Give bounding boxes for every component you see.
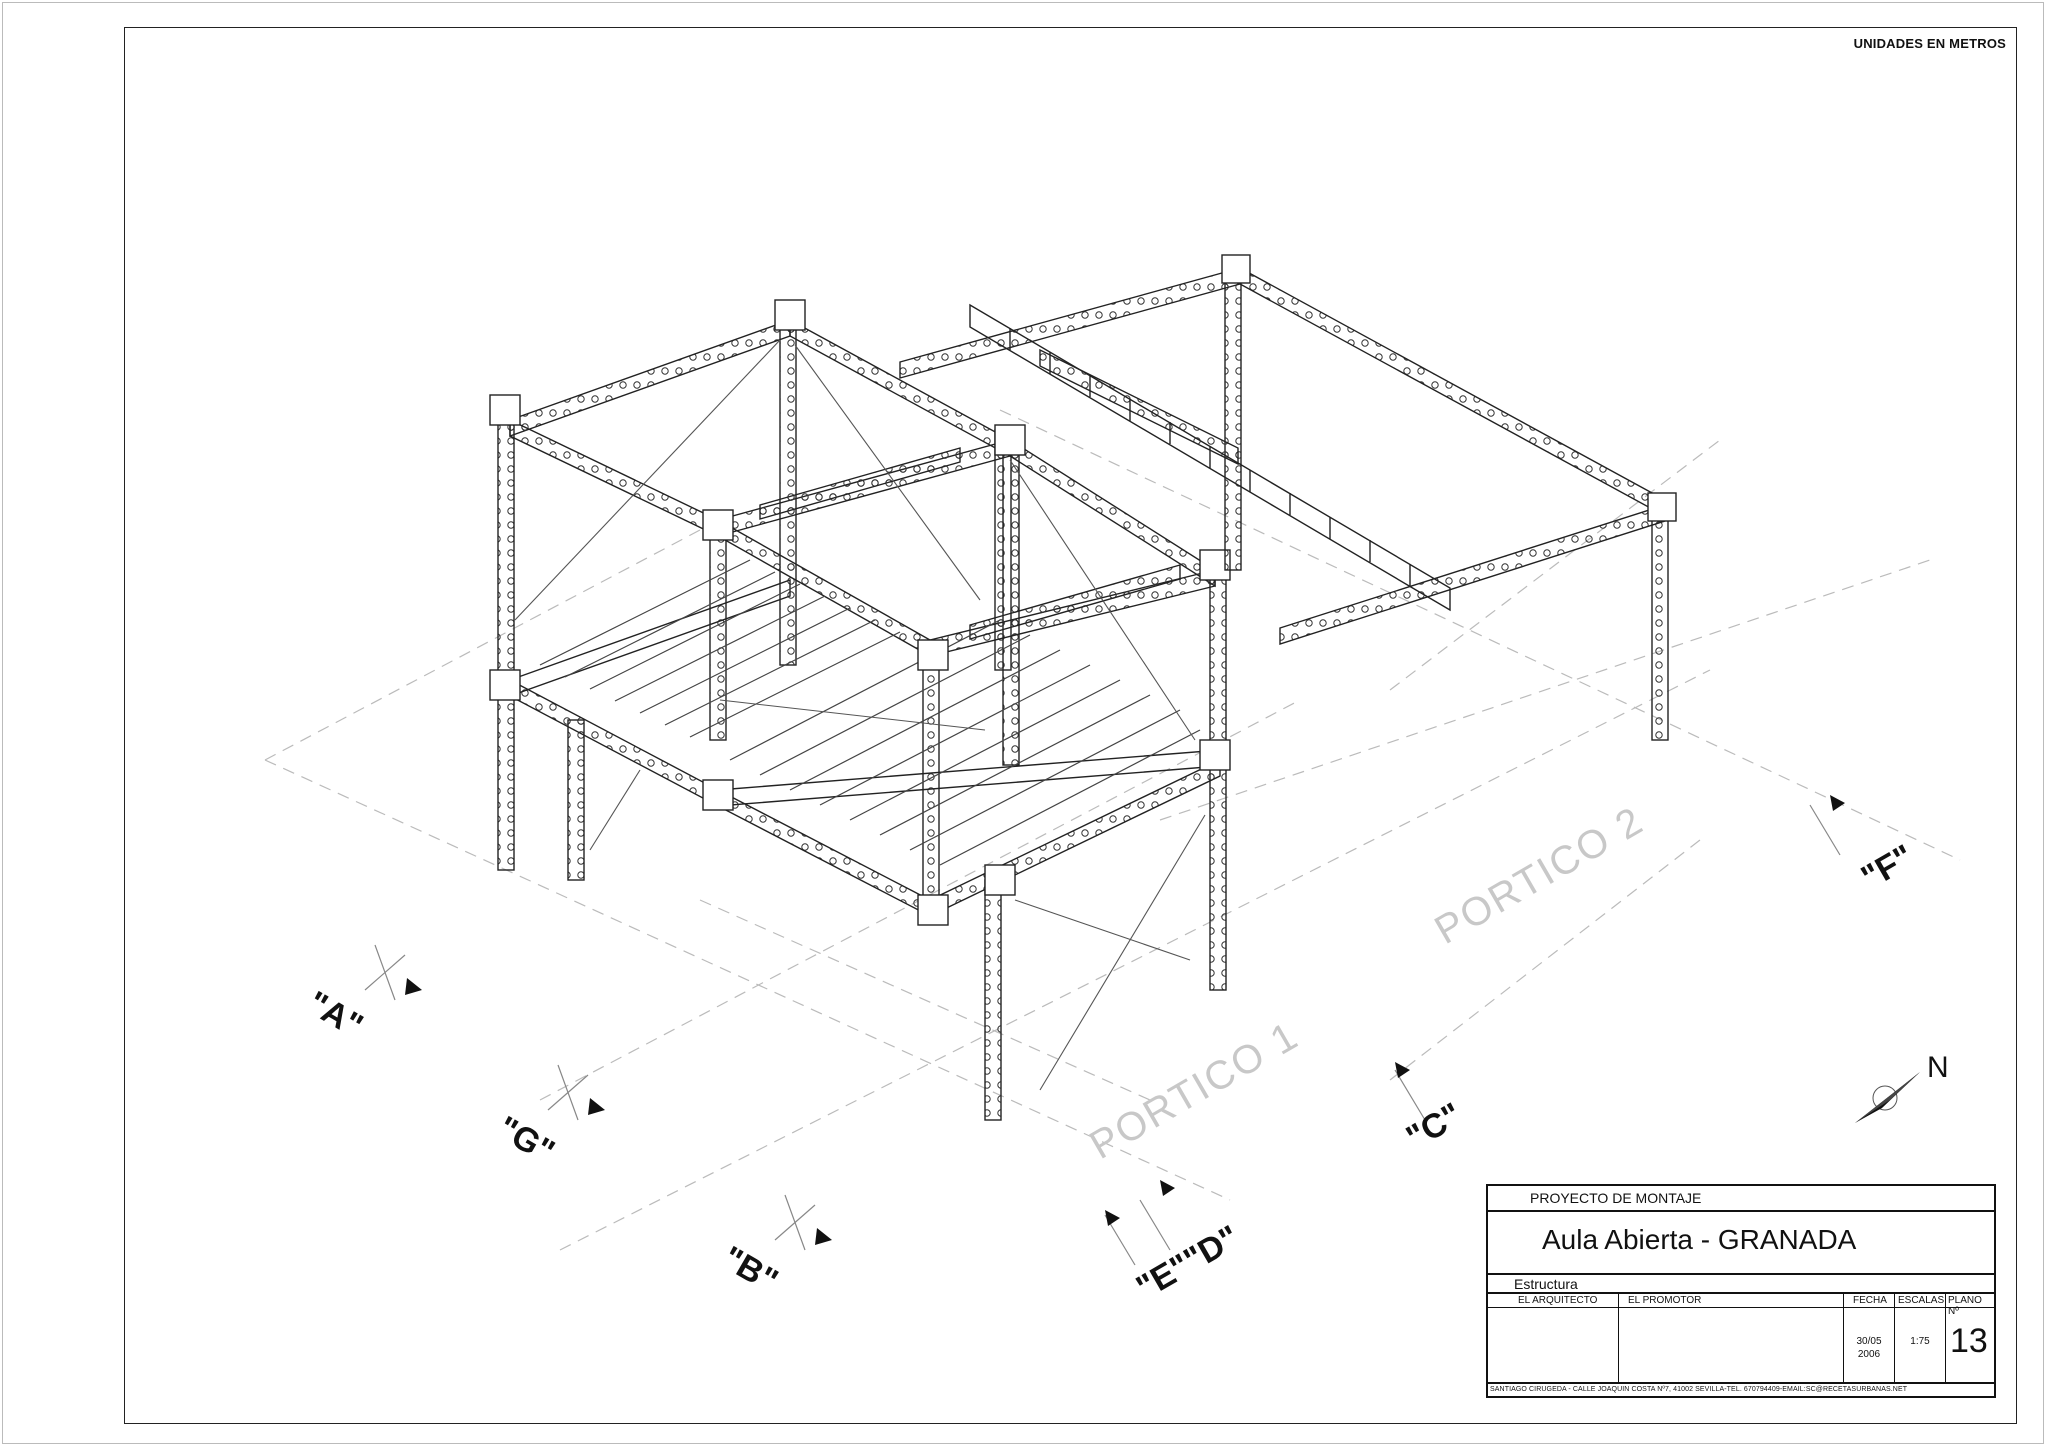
- axis-label-f: "F": [1855, 838, 1920, 897]
- axis-label-ed: "E""D": [1130, 1218, 1246, 1307]
- sheet-type: Estructura: [1514, 1276, 1578, 1292]
- axis-label-c: "C": [1400, 1096, 1468, 1157]
- scale-value: 1:75: [1910, 1336, 1930, 1347]
- axis-label-g: "G": [491, 1109, 561, 1171]
- portico-1-floor-beams: [509, 579, 1221, 918]
- north-arrow-icon: N: [1855, 1051, 1949, 1123]
- axis-marker-a: "A": [301, 944, 422, 1045]
- portico-1-columns: [497, 314, 1227, 1121]
- axis-marker-ed: "E""D": [1104, 1180, 1246, 1307]
- author-footer: SANTIAGO CIRUGEDA - CALLE JOAQUIN COSTA …: [1490, 1386, 1908, 1393]
- grid-lines: [264, 409, 1961, 1251]
- north-label: N: [1927, 1051, 1949, 1084]
- date-value-year: 2006: [1857, 1349, 1881, 1360]
- axis-label-a: "A": [301, 984, 369, 1045]
- portico-1-node-plates: [489, 299, 1231, 926]
- sheet-inner-frame: [124, 27, 2017, 1424]
- portico-1-deck-joists: [539, 559, 1201, 866]
- promoter-header: EL PROMOTOR: [1628, 1295, 1702, 1306]
- plan-number: 13: [1950, 1322, 1988, 1360]
- ladder-truss: [969, 303, 1451, 612]
- axis-marker-b: "B": [716, 1194, 832, 1300]
- plan-header: PLANO Nº: [1948, 1295, 1982, 1317]
- axis-marker-c: "C": [1394, 1062, 1468, 1157]
- scale-header: ESCALAS: [1898, 1295, 1945, 1306]
- portico-2-label: PORTICO 2: [1428, 798, 1652, 953]
- portico-2-frame: [899, 254, 1677, 741]
- axis-label-b: "B": [716, 1239, 784, 1300]
- title-block: PROYECTO DE MONTAJE Aula Abierta - GRANA…: [1486, 1184, 1996, 1398]
- axis-marker-g: "G": [491, 1064, 605, 1171]
- date-value-day: 30/05: [1856, 1336, 1882, 1347]
- portico-1-frame: [489, 299, 1231, 1121]
- axis-marker-f: "F": [1809, 795, 1920, 897]
- portico-1-top-beams: [509, 318, 1216, 658]
- project-type: PROYECTO DE MONTAJE: [1530, 1190, 1702, 1206]
- project-name: Aula Abierta - GRANADA: [1542, 1224, 1857, 1255]
- date-header: FECHA: [1853, 1295, 1887, 1306]
- bracing-cables: [514, 339, 1206, 1091]
- units-note: UNIDADES EN METROS: [1853, 36, 2006, 51]
- architect-header: EL ARQUITECTO: [1518, 1295, 1598, 1306]
- portico-1-label: PORTICO 1: [1083, 1013, 1307, 1168]
